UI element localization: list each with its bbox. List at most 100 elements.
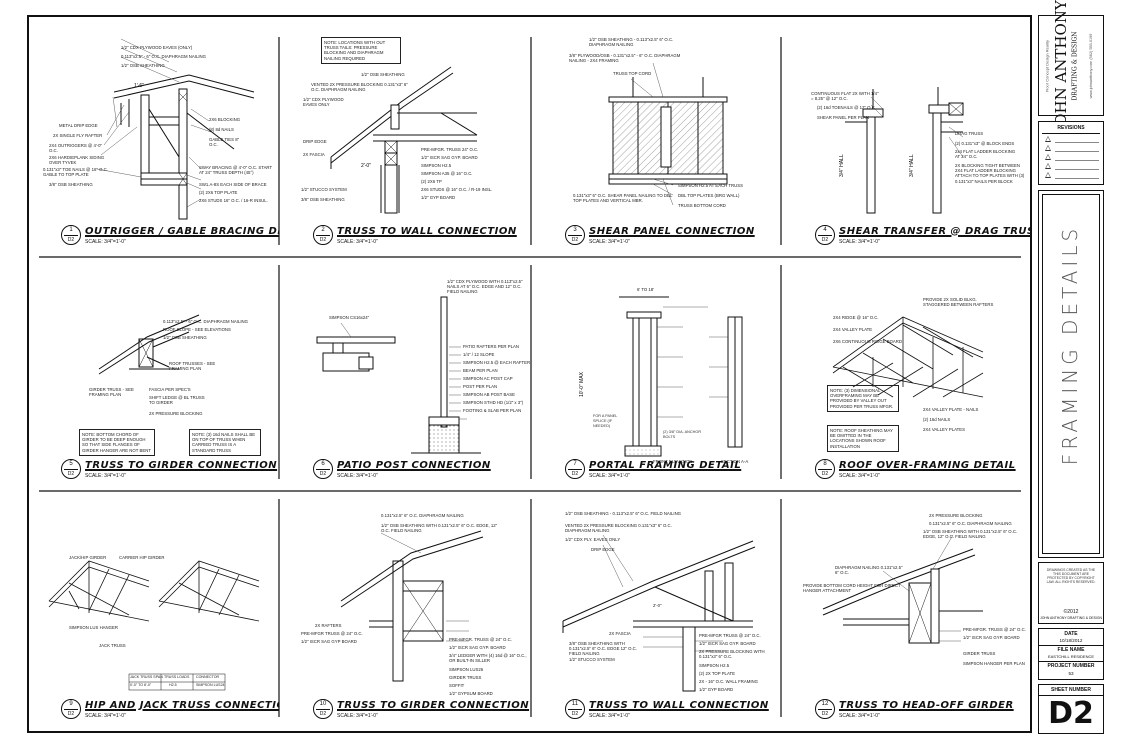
detail-scale: SCALE: 3/4"=1'-0" xyxy=(85,473,126,479)
sheet-number-value: D2 xyxy=(1048,696,1094,731)
note: 1/2" OSB SHEATHING WITH 0.131"x2.5" 6" O… xyxy=(923,529,1018,540)
note: BEAM PER PLAN xyxy=(463,368,498,373)
note: 1/2" ISCR SAG GYP. BOARD xyxy=(449,645,506,650)
note: 1/2" OSB SHEATHING WITH 0.131"x2.5" 6" O… xyxy=(381,523,498,534)
note: 2X4 VALLEY PLATES xyxy=(923,427,966,432)
detail-sheet-ref: D2 xyxy=(821,711,829,717)
detail-3-title-block: 3 D2 SHEAR PANEL CONNECTION SCALE: 3/4"=… xyxy=(539,225,775,247)
note: 2X PRESSURE BLOCKING xyxy=(149,411,203,416)
detail-5-drawing xyxy=(98,314,202,375)
note: PRE-MFGR. TRUSS @ 24" O.C. xyxy=(963,627,1026,632)
revisions-label: REVISIONS xyxy=(1057,125,1085,131)
detail-title: TRUSS TO GIRDER CONNECTION xyxy=(337,700,530,711)
revision-triangle xyxy=(1045,154,1051,160)
note: JACK TRUSS xyxy=(99,643,126,648)
detail-6-title-block: 6 D2 PATIO POST CONNECTION SCALE: 3/4"=1… xyxy=(287,459,525,481)
detail-number: 10 xyxy=(319,701,327,707)
note: (2) 16d NAILS xyxy=(923,417,951,422)
note: 1/2" OSB SHEATHING - 0.113"x2.5" 6" O.C.… xyxy=(589,37,674,48)
note: 1/2" ISCR SAG GYP. BOARD xyxy=(699,641,756,646)
project-number-label: PROJECT NUMBER xyxy=(1047,663,1095,669)
detail-9-drawing xyxy=(48,560,260,691)
detail-title: TRUSS TO WALL CONNECTION xyxy=(589,700,769,711)
logo-tagline: Floor Concept Design Reality xyxy=(1044,39,1050,93)
note: (2) 2X6 TP xyxy=(421,179,442,184)
detail-8-drawing xyxy=(832,316,984,398)
note: 1/2" ISCR SAG GYP. BOARD xyxy=(421,155,478,160)
note: 3/8" OSB SHEATHING xyxy=(49,182,93,187)
revision-triangle xyxy=(1045,145,1051,151)
detail-10: 0.131"x2.5" 6" O.C. DIAPHRAGM NAILING 1/… xyxy=(281,491,531,731)
detail-5-title-block: 5 D2 TRUSS TO GIRDER CONNECTION SCALE: 3… xyxy=(35,459,277,481)
note: FRONT ELEVATION xyxy=(653,459,693,464)
detail-sheet-ref: D2 xyxy=(67,711,75,717)
note: METAL DRIP EDGE xyxy=(59,123,98,128)
detail-6-drawing xyxy=(316,296,481,454)
detail-2-title-block: 2 D2 TRUSS TO WALL CONNECTION SCALE: 3/4… xyxy=(287,225,525,247)
detail-9-bubble: 9 D2 xyxy=(61,699,81,719)
detail-9: JACK/HIP GIRDER CARRIER HIP GIRDER SIMPS… xyxy=(29,491,279,731)
note: SIMPSON H2.5 xyxy=(421,163,452,168)
note: SW1.A-8S EACH SIDE OF BRACE xyxy=(199,182,267,187)
note: ROOF SLOPE - SEE ELEVATIONS xyxy=(163,327,231,332)
detail-4-drawing: 3/4" HALL 3/4" HALL xyxy=(839,87,964,214)
note: SIMPSON AB POST BASE xyxy=(463,392,515,397)
note: PRE-MFGR TRUSS @ 24" O.C. xyxy=(699,633,761,638)
sheet-title-panel: FRAMING DETAILS xyxy=(1038,190,1104,558)
note: 1/2" CDX PLYWOOD EAVES ONLY xyxy=(303,97,344,108)
detail-sheet-ref: D2 xyxy=(821,471,829,477)
detail-sheet-ref: D2 xyxy=(571,711,579,717)
detail-1-title-block: 1 D2 OUTRIGGER / GABLE BRACING DETAIL SC… xyxy=(35,225,279,247)
logo-name: JOHN ANTHONY xyxy=(1052,0,1070,132)
note: FOOTING & SLAB PER PLAN xyxy=(463,408,522,413)
disclaimer: DRAWINGS CREATED AS THE THIS DOCUMENT AR… xyxy=(1046,568,1096,584)
detail-title: TRUSS TO GIRDER CONNECTION xyxy=(85,460,278,471)
detail-12: 2X PRESSURE BLOCKING 0.131"x2.5" 6" O.C.… xyxy=(783,491,1030,731)
detail-number: 3 xyxy=(573,227,577,233)
note: 2X6 STUDS 16" O.C. / 16-R INSUL. xyxy=(199,198,268,203)
copyright-panel: DRAWINGS CREATED AS THE THIS DOCUMENT AR… xyxy=(1038,562,1104,624)
detail-6-bubble: 6 D2 xyxy=(313,459,333,479)
detail-12-title-block: 12 D2 TRUSS TO HEAD-OFF GIRDER SCALE: 3/… xyxy=(789,699,1024,721)
detail-title: TRUSS TO HEAD-OFF GIRDER xyxy=(839,700,1014,711)
svg-text:1'-6": 1'-6" xyxy=(134,83,144,89)
note: PATIO RAFTERS PER PLAN xyxy=(463,344,519,349)
detail-number: 5 xyxy=(69,461,73,467)
revision-triangle xyxy=(1045,172,1051,178)
note: DRIP EDGE xyxy=(303,139,327,144)
note: 1/2" ISCR SAG GYP. BOARD xyxy=(963,635,1020,640)
note: 2X FASCIA xyxy=(609,631,631,636)
table-header: TRUSS LOADS xyxy=(164,675,190,679)
detail-scale: SCALE: 3/4"=1'-0" xyxy=(337,713,378,719)
detail-grid: 1'-6" 1/2" CDX PLYWOOD EAVES (ONLY) 0.11… xyxy=(29,17,1030,731)
detail-sheet-ref: D2 xyxy=(319,471,327,477)
detail-title: PATIO POST CONNECTION xyxy=(337,460,491,471)
note: SIMPSON H2.5 @ EACH RAFTER xyxy=(463,360,531,365)
detail-number: 1 xyxy=(69,227,73,233)
note: 2x4 FLAT LADDER BLOCKING AT 24" O.C. xyxy=(955,149,1016,160)
note: 1/2" CDX PLY. EAVES ONLY xyxy=(565,537,621,542)
note: 1/2" GYPSUM BOARD xyxy=(449,691,493,696)
logo-sub: DRAFTING & DESIGN xyxy=(1071,31,1079,101)
note: 0.113"x2.5" - 6" O.C. DIAPHRAGM NAILING xyxy=(163,319,248,324)
detail-number: 8 xyxy=(823,461,827,467)
detail-number: 2 xyxy=(321,227,325,233)
note-box: NOTE: ROOF SHEATHING MAY BE OMITTED IN T… xyxy=(827,425,899,452)
note: 2X4 VALLEY PLATE xyxy=(833,327,873,332)
detail-number: 6 xyxy=(321,461,325,467)
detail-11-bubble: 11 D2 xyxy=(565,699,585,719)
note: 0.131"x3" TOE NAILS @ 16" O.C. GABLE TO … xyxy=(43,167,108,178)
detail-2: 2'-0" NOTE: LOCATIONS WITH OUT TRUSS TAI… xyxy=(281,17,531,257)
note: 1/2" OSB SHEATHING xyxy=(163,335,207,340)
detail-7-bubble: 7 D2 xyxy=(565,459,585,479)
svg-text:3/4" HALL: 3/4" HALL xyxy=(909,154,915,177)
note: (2) 0.131"x3" @ BLOCK ENDS xyxy=(955,141,1015,146)
table-cell: H2.5 xyxy=(169,683,177,687)
table-header: CONNECTOR xyxy=(196,675,220,679)
note: PRE-MFGR. TRUSS @ 24" O.C. xyxy=(449,637,512,642)
note: (2) 2X6 TOP PLATE xyxy=(199,190,238,195)
note: VENTED 2X PRESSURE BLOCKING 0.131"x3" 6"… xyxy=(565,523,672,534)
note: 2X6 CONTINUOUS RIDGE BOARD xyxy=(833,339,902,344)
